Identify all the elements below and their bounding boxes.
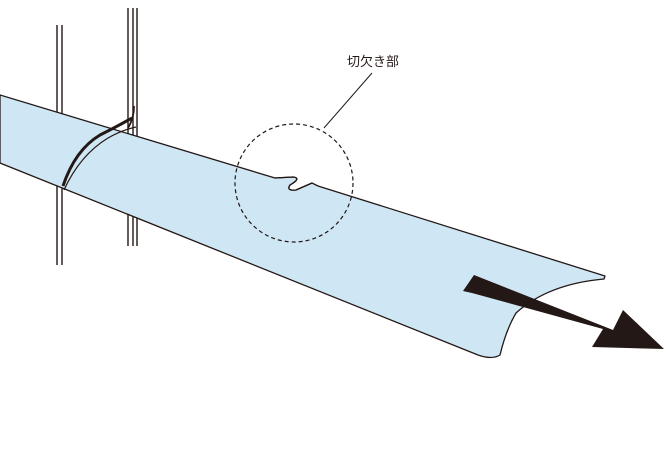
callout-leader	[323, 72, 373, 129]
detail-circle	[234, 123, 354, 243]
pull-arrow	[463, 275, 664, 349]
callout-label: 切欠き部	[347, 54, 399, 70]
sheet	[0, 94, 606, 359]
notch	[274, 176, 313, 191]
wire-tie	[61, 105, 137, 191]
